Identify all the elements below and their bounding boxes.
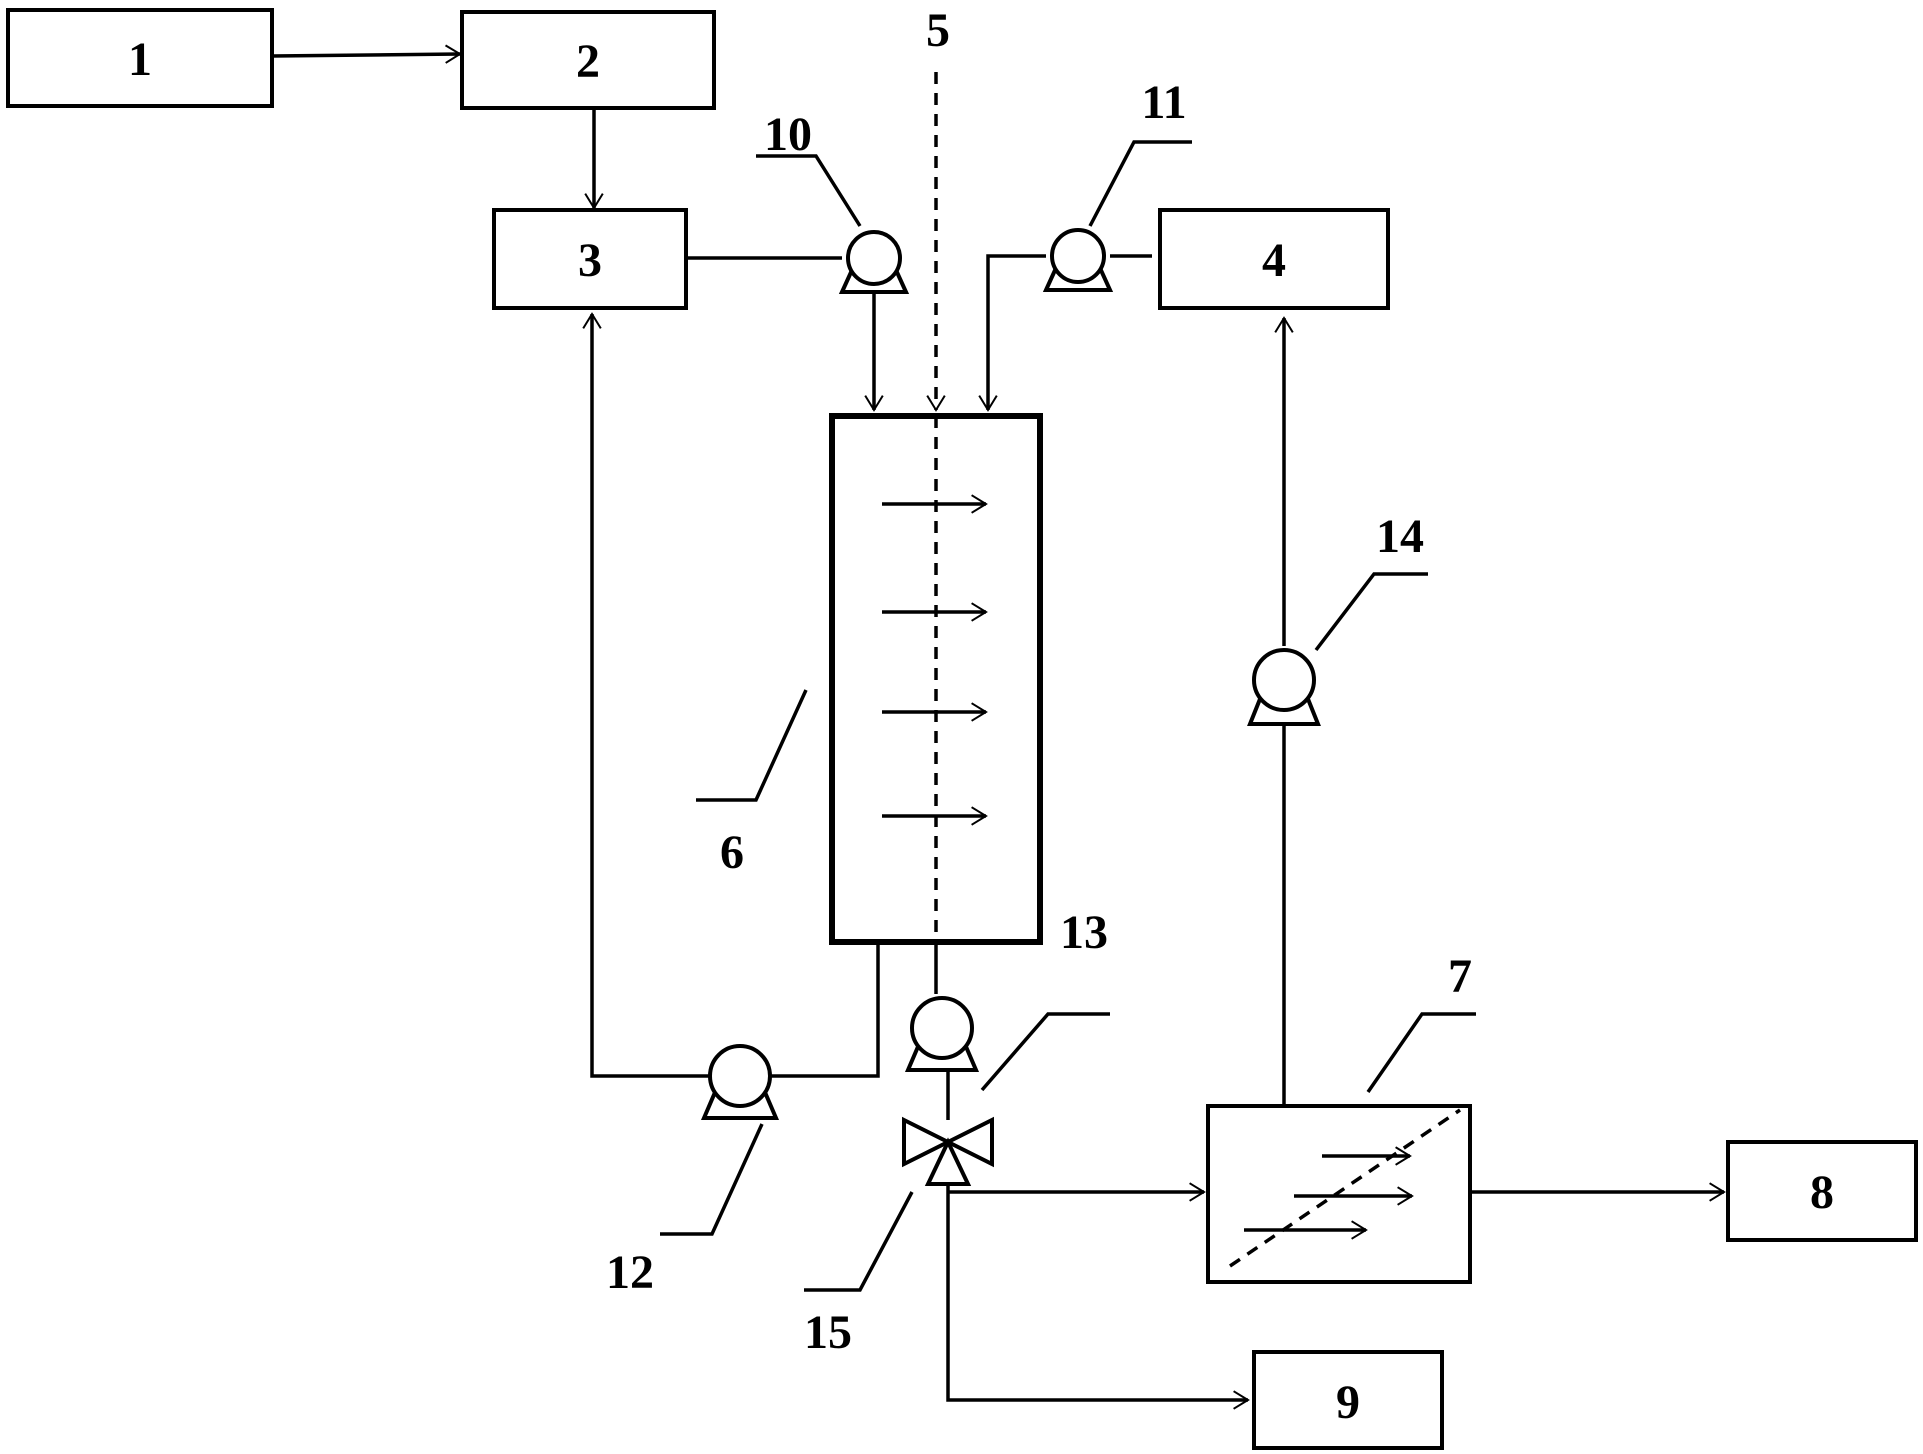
flow-valve-15-to-9	[946, 1180, 1250, 1410]
unit-2: 2	[460, 10, 716, 110]
label-5: 5	[926, 4, 950, 57]
label-7: 7	[1448, 950, 1472, 1003]
label-6: 6	[720, 826, 744, 879]
pump-11-icon	[1042, 228, 1114, 292]
pump-13-icon	[904, 996, 980, 1072]
label-11: 11	[1141, 76, 1186, 129]
separator-dashed-membrane	[1229, 1108, 1461, 1268]
unit-4-label: 4	[1262, 234, 1286, 287]
label-13: 13	[1060, 906, 1108, 959]
label-15: 15	[804, 1306, 852, 1359]
label-10: 10	[764, 108, 812, 161]
separator-internals	[1229, 1108, 1461, 1268]
pump-14-icon	[1247, 648, 1321, 726]
unit-8-label: 8	[1810, 1166, 1834, 1219]
column-internal-arrows	[882, 494, 988, 826]
unit-9: 9	[1252, 1350, 1444, 1450]
unit-4: 4	[1158, 208, 1390, 310]
unit-3: 3	[492, 208, 688, 310]
flow-1-to-2	[271, 44, 462, 64]
pump-12-icon	[700, 1044, 780, 1120]
unit-2-label: 2	[576, 35, 600, 88]
unit-9-label: 9	[1336, 1376, 1360, 1429]
three-way-valve-15-icon	[902, 1116, 994, 1186]
pump-10-icon	[838, 230, 910, 294]
label-14: 14	[1376, 510, 1424, 563]
unit-8: 8	[1726, 1140, 1918, 1242]
unit-3-label: 3	[578, 234, 602, 287]
leader-lines	[660, 140, 1476, 1292]
unit-1: 1	[6, 8, 274, 108]
unit-1-label: 1	[128, 33, 152, 86]
label-12: 12	[606, 1246, 654, 1299]
flow-pump-11-to-column	[978, 254, 1046, 412]
